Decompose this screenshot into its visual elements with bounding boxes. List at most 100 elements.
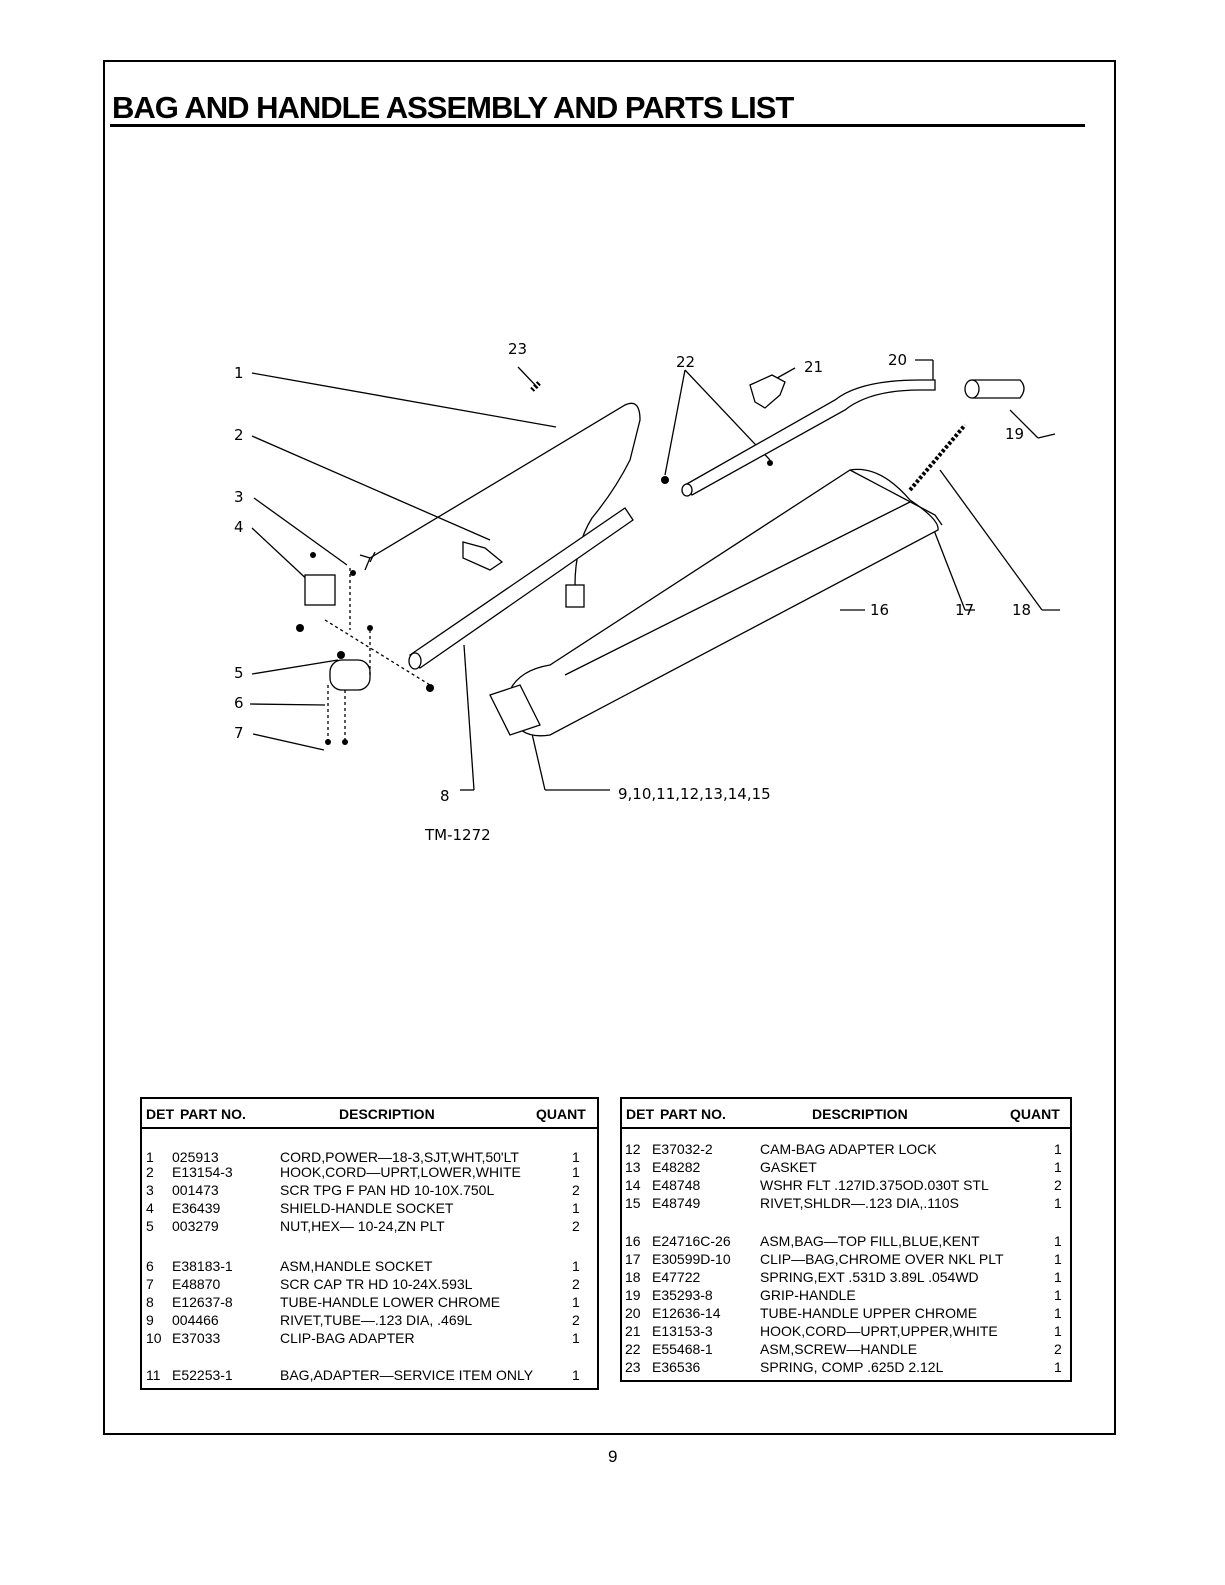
cell-description: CAM-BAG ADAPTER LOCK	[760, 1141, 937, 1157]
cell-description: HOOK,CORD—UPRT,UPPER,WHITE	[760, 1323, 998, 1339]
cell-quant: 2	[572, 1312, 580, 1328]
cell-quant: 1	[1054, 1159, 1062, 1175]
cell-det: 3	[146, 1182, 154, 1198]
cell-det: 19	[625, 1287, 641, 1303]
cell-part-no: E48748	[652, 1177, 701, 1193]
cell-quant: 1	[572, 1200, 580, 1216]
cell-quant: 2	[1054, 1177, 1062, 1193]
header-description: DESCRIPTION	[339, 1106, 435, 1122]
cell-part-no: E48282	[652, 1159, 701, 1175]
cell-det: 20	[625, 1305, 641, 1321]
header-quant: QUANT	[536, 1106, 586, 1122]
table-row: 6 E38183-1 ASM,HANDLE SOCKET 1	[142, 1258, 597, 1276]
table-row: 21 E13153-3 HOOK,CORD—UPRT,UPPER,WHITE 1	[622, 1323, 1070, 1341]
table-row: 4 E36439 SHIELD-HANDLE SOCKET 1	[142, 1200, 597, 1218]
title-underline	[110, 124, 1085, 127]
cell-description: GRIP-HANDLE	[760, 1287, 856, 1303]
cell-description: TUBE-HANDLE UPPER CHROME	[760, 1305, 978, 1321]
callout-16: 16	[870, 601, 890, 619]
cell-description: SPRING, COMP .625D 2.12L	[760, 1359, 944, 1375]
cell-description: WSHR FLT .127ID.375OD.030T STL	[760, 1177, 989, 1193]
cell-description: ASM,HANDLE SOCKET	[280, 1258, 433, 1274]
cell-description: SHIELD-HANDLE SOCKET	[280, 1200, 454, 1216]
callout-1: 1	[234, 364, 244, 382]
cell-description: RIVET,SHLDR—.123 DIA,.110S	[760, 1195, 959, 1211]
cell-det: 8	[146, 1294, 154, 1310]
cell-description: RIVET,TUBE—.123 DIA, .469L	[280, 1312, 473, 1328]
callout-9-15: 9,10,11,12,13,14,15	[618, 785, 771, 803]
cell-description: TUBE-HANDLE LOWER CHROME	[280, 1294, 501, 1310]
cell-quant: 2	[1054, 1341, 1062, 1357]
callout-2: 2	[234, 426, 244, 444]
cell-part-no: 003279	[172, 1218, 219, 1234]
cell-quant: 1	[1054, 1269, 1062, 1285]
cell-part-no: E37033	[172, 1330, 221, 1346]
cell-part-no: E13153-3	[652, 1323, 713, 1339]
cell-det: 21	[625, 1323, 641, 1339]
cell-part-no: E48749	[652, 1195, 701, 1211]
cell-quant: 1	[572, 1164, 580, 1180]
cell-det: 12	[625, 1141, 641, 1157]
cell-description: CLIP—BAG,CHROME OVER NKL PLT	[760, 1251, 1004, 1267]
cell-description: HOOK,CORD—UPRT,LOWER,WHITE	[280, 1164, 521, 1180]
cell-description: CLIP-BAG ADAPTER	[280, 1330, 415, 1346]
cell-part-no: E24716C-26	[652, 1233, 731, 1249]
table-header: DET PART NO. DESCRIPTION QUANT	[622, 1099, 1070, 1129]
cell-det: 13	[625, 1159, 641, 1175]
cell-part-no: E36439	[172, 1200, 221, 1216]
callout-22: 22	[676, 353, 696, 371]
callout-5: 5	[234, 664, 244, 682]
cell-part-no: E30599D-10	[652, 1251, 731, 1267]
cell-quant: 1	[1054, 1233, 1062, 1249]
cell-det: 9	[146, 1312, 154, 1328]
callout-6: 6	[234, 694, 244, 712]
header-part-no: PART NO.	[180, 1106, 246, 1122]
cell-quant: 1	[572, 1330, 580, 1346]
cell-det: 4	[146, 1200, 154, 1216]
cell-part-no: E13154-3	[172, 1164, 233, 1180]
cell-quant: 1	[572, 1258, 580, 1274]
callout-7: 7	[234, 724, 244, 742]
cell-quant: 1	[572, 1294, 580, 1310]
cell-det: 17	[625, 1251, 641, 1267]
cell-quant: 1	[1054, 1305, 1062, 1321]
cell-description: GASKET	[760, 1159, 817, 1175]
cell-det: 18	[625, 1269, 641, 1285]
cell-quant: 1	[1054, 1287, 1062, 1303]
cell-part-no: E37032-2	[652, 1141, 713, 1157]
cell-det: 6	[146, 1258, 154, 1274]
callout-4: 4	[234, 518, 244, 536]
page-frame	[103, 60, 1116, 1435]
cell-part-no: 004466	[172, 1312, 219, 1328]
callout-8: 8	[440, 787, 450, 805]
table-row: 10 E37033 CLIP-BAG ADAPTER 1	[142, 1330, 597, 1348]
callout-18: 18	[1012, 601, 1032, 619]
cell-description: CORD,POWER—18-3,SJT,WHT,50'LT	[280, 1149, 519, 1165]
callout-23: 23	[508, 340, 528, 358]
table-row: 13 E48282 GASKET 1	[622, 1159, 1070, 1177]
table-row: 9 004466 RIVET,TUBE—.123 DIA, .469L 2	[142, 1312, 597, 1330]
cell-det: 10	[146, 1330, 162, 1346]
cell-det: 23	[625, 1359, 641, 1375]
header-quant: QUANT	[1010, 1106, 1060, 1122]
cell-quant: 1	[1054, 1323, 1062, 1339]
callout-21: 21	[804, 358, 824, 376]
cell-part-no: E12637-8	[172, 1294, 233, 1310]
cell-det: 15	[625, 1195, 641, 1211]
cell-quant: 1	[1054, 1251, 1062, 1267]
cell-description: SPRING,EXT .531D 3.89L .054WD	[760, 1269, 979, 1285]
cell-part-no: 025913	[172, 1149, 219, 1165]
cell-part-no: E38183-1	[172, 1258, 233, 1274]
cell-part-no: E12636-14	[652, 1305, 721, 1321]
